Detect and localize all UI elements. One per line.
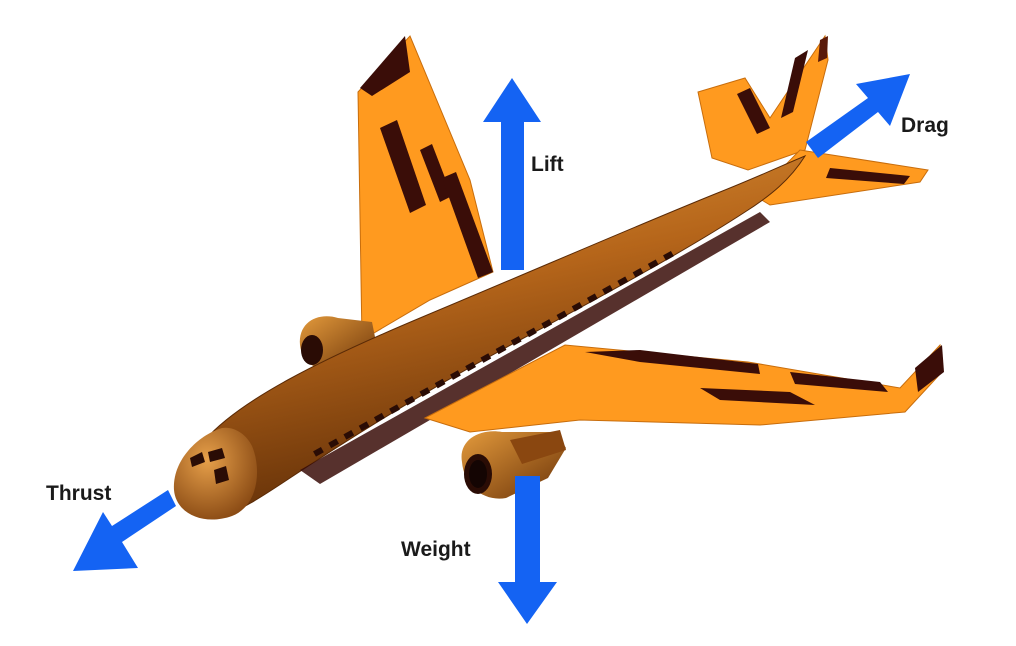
passenger-window <box>480 353 492 363</box>
lower-engine <box>461 430 566 499</box>
weight-arrow <box>498 476 557 624</box>
passenger-window <box>541 319 553 329</box>
passenger-window <box>434 378 446 389</box>
passenger-window <box>450 370 461 380</box>
drag-arrow <box>806 74 910 158</box>
passenger-window <box>632 267 644 278</box>
cockpit-window <box>208 448 225 462</box>
passenger-window <box>617 276 629 287</box>
thrust-label: Thrust <box>46 482 112 505</box>
passenger-window <box>358 421 370 431</box>
passenger-window <box>663 250 674 261</box>
lift-arrow <box>483 78 541 270</box>
passenger-window <box>526 327 537 338</box>
upper-wing <box>357 35 494 341</box>
passenger-window <box>419 387 431 397</box>
lower-wing-flap <box>585 350 760 374</box>
passenger-window <box>495 344 507 355</box>
weight-label: Weight <box>401 538 471 561</box>
passenger-window <box>556 310 568 321</box>
upper-wing-tip <box>360 36 410 96</box>
upper-wing-flap <box>380 120 426 213</box>
passenger-window <box>313 446 324 457</box>
passenger-window <box>404 395 416 406</box>
passenger-window <box>465 361 477 372</box>
lower-wing-aileron <box>700 388 815 405</box>
passenger-window <box>328 438 340 449</box>
passenger-window <box>510 336 522 346</box>
lift-label: Lift <box>531 153 564 176</box>
upper-wing-aileron <box>420 144 452 202</box>
upper-wing-trailing-edge <box>442 172 493 278</box>
passenger-windows <box>313 250 674 457</box>
fuselage <box>173 154 807 520</box>
passenger-window <box>586 293 598 304</box>
passenger-window <box>343 429 355 440</box>
thrust-arrow <box>73 490 176 571</box>
fuselage-belly-stripe <box>300 212 770 484</box>
passenger-window <box>647 259 659 270</box>
lower-wing-winglet <box>915 345 944 392</box>
tail-fin-stripe <box>781 50 808 118</box>
lower-wing <box>423 343 944 433</box>
cockpit-window <box>190 452 205 467</box>
cockpit-window <box>214 466 229 484</box>
passenger-window <box>389 404 400 414</box>
passenger-window <box>373 412 385 423</box>
drag-label: Drag <box>901 114 949 137</box>
tail-fin-tip <box>818 36 828 62</box>
passenger-window <box>571 302 583 312</box>
passenger-window <box>602 285 613 295</box>
lower-wing-stripe <box>790 372 888 392</box>
tail-rudder-stripe <box>737 88 770 134</box>
vertical-tail <box>697 34 829 171</box>
